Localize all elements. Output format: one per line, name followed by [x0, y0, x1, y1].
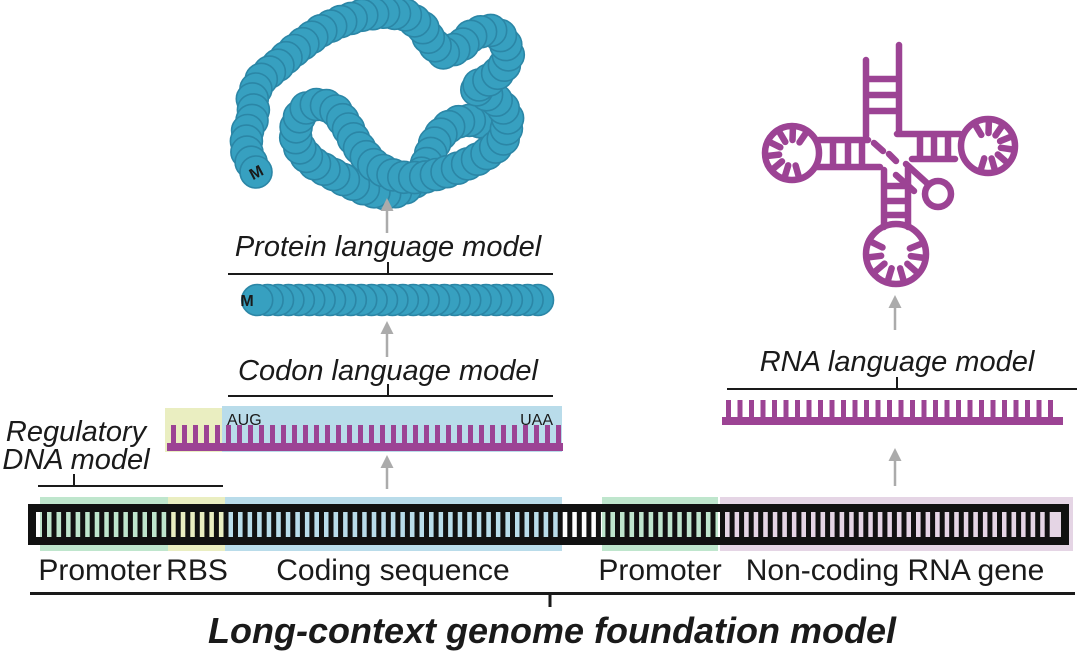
dna-rail-bottom [28, 537, 1069, 545]
arrow-to-rna [888, 448, 902, 486]
rna-comb [722, 400, 1063, 425]
rna-model-label: RNA language model [760, 346, 1036, 378]
chain-n-terminus-label: M [240, 293, 253, 310]
genome-bracket [30, 592, 1075, 607]
protein-chain-bracket [228, 262, 553, 275]
label-promoter-1: Promoter [38, 554, 161, 587]
regulatory-model-label-line1: Regulatory [6, 416, 148, 448]
stop-codon-label: UAA [520, 412, 553, 429]
figure-title: Long-context genome foundation model [208, 610, 897, 651]
trna-loop-spokes [763, 117, 1017, 285]
protein-structure [229, 0, 526, 211]
trna-structure [761, 41, 1019, 288]
protein-model-label: Protein language model [235, 231, 543, 263]
label-coding-sequence: Coding sequence [276, 554, 510, 587]
dna-rail-top [28, 504, 1069, 512]
regulatory-model-label-line2: DNA model [2, 444, 151, 476]
label-promoter-2: Promoter [598, 554, 721, 587]
label-rbs: RBS [166, 554, 228, 587]
arrow-to-mrna [380, 455, 394, 489]
trna-variable-neck [892, 160, 932, 195]
mrna-bracket [228, 384, 553, 397]
dna-end-cap-right [1061, 504, 1069, 545]
trna-acceptor-stem [862, 41, 903, 140]
genome-track [28, 497, 1073, 551]
trna-left-arm [812, 136, 884, 171]
codon-model-label: Codon language model [238, 355, 539, 387]
trna-junction-stubs [870, 139, 900, 165]
trna-anticodon-arm [880, 164, 912, 231]
mrna-bar: AUG UAA [165, 406, 563, 452]
protein-chain [240, 283, 555, 317]
arrow-to-chain [380, 321, 394, 357]
mrna-comb [167, 425, 563, 451]
regulatory-bracket [38, 474, 223, 487]
start-codon-label: AUG [227, 412, 262, 429]
arrow-to-trna [888, 295, 902, 330]
rna-bracket [727, 377, 1077, 390]
dna-rungs [42, 512, 1050, 537]
label-noncoding-rna-gene: Non-coding RNA gene [746, 554, 1045, 587]
trna-right-arm [893, 130, 964, 163]
trna-variable-loop [921, 177, 955, 211]
dna-end-cap-left [28, 504, 36, 545]
arrow-to-protein [380, 198, 394, 233]
trna-anticodon-loop [862, 220, 930, 288]
